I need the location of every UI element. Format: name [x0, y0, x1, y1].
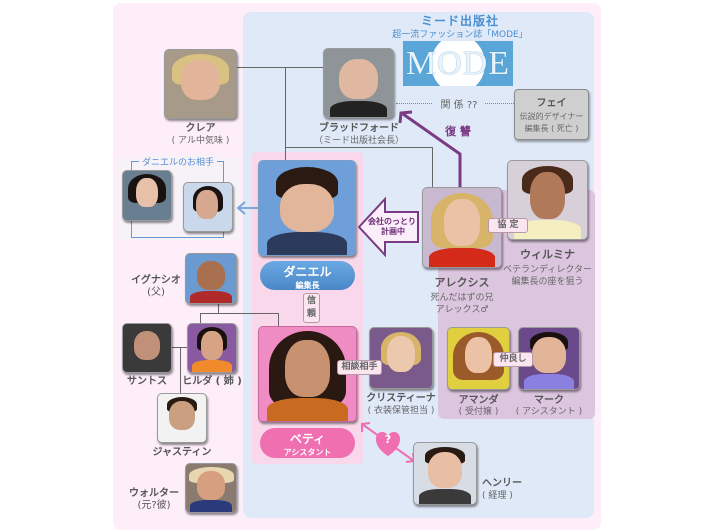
confidant-badge: 相談相手 [337, 360, 382, 375]
betty-name: ベティ [289, 432, 326, 446]
claire-bradford-line [237, 67, 323, 68]
mode-logo-text: MODE [405, 45, 511, 82]
ignacio-photo[interactable] [185, 253, 237, 304]
santos-photo[interactable] [122, 323, 172, 373]
partner-2-photo[interactable] [183, 182, 233, 232]
faye-name: フェイ [536, 98, 567, 109]
alexis-role-line1: 死んだはずの兄 [430, 293, 494, 303]
partner-arrow-icon [236, 201, 260, 215]
hilda-drop-line [200, 313, 201, 323]
partner-1-photo[interactable] [122, 170, 172, 221]
relation-unknown-label: 関 係 ?? [440, 100, 478, 111]
relation-dotted-line-left [396, 103, 432, 104]
bradford-alexis-line [285, 147, 433, 148]
takeover-label-line1: 会社のっとり [368, 217, 416, 226]
revenge-label: 復 讐 [445, 125, 471, 138]
walter-role: (元?彼) [137, 500, 171, 511]
wilhelmina-role-line1: ベテランディレクター [502, 265, 592, 275]
daniel-role: 編集長 [295, 281, 320, 290]
marc-role: ( アシスタント ) [515, 407, 583, 417]
santos-hilda-line [172, 347, 187, 348]
claire-photo[interactable] [164, 49, 237, 119]
ignacio-down-line [218, 304, 219, 313]
henry-name: ヘンリー [482, 478, 522, 489]
wilhelmina-role-line2: 編集長の座を狙う [511, 277, 584, 287]
santos-name: サントス [127, 376, 167, 387]
takeover-arrow-icon [358, 196, 419, 258]
ignacio-name: イグナシオ [131, 275, 181, 286]
relation-dotted-line-right [485, 103, 514, 104]
daniel-name: ダニエル [283, 265, 332, 279]
friends-badge: 仲良し [493, 352, 533, 367]
family-trunk-line [285, 67, 286, 160]
justin-parent-line [180, 347, 181, 393]
bradford-role: （ミード出版社会長） [313, 136, 404, 146]
mode-logo: MODE [403, 41, 513, 86]
love-question-label: ? [384, 433, 392, 446]
claire-name: クレア [185, 123, 216, 134]
daniel-label[interactable]: ダニエル 編集長 [260, 261, 355, 290]
company-title: ミード出版社 [420, 14, 499, 28]
faye-role-line2: 編集長 ( 死亡 ) [524, 124, 579, 133]
betty-label[interactable]: ベティ アシスタント [260, 428, 355, 458]
company-subtitle: 超一流ファッション誌「MODE」 [392, 30, 528, 40]
takeover-label-line2: 計画中 [381, 227, 405, 236]
bradford-name: ブラッドフォード [319, 123, 399, 134]
faye-role-line1: 伝説的デザイナー [519, 112, 584, 121]
wilhelmina-name: ウィルミナ [520, 248, 575, 261]
alexis-role-line2: アレックス♂ [435, 305, 489, 315]
partners-group-label: ダニエルのお相手 [139, 155, 217, 168]
henry-role: ( 経理 ) [482, 491, 513, 501]
alexis-drop-line [432, 147, 433, 187]
amanda-photo[interactable] [447, 327, 510, 390]
christina-photo[interactable] [369, 327, 433, 389]
christina-role: ( 衣装保管担当 ) [367, 406, 435, 416]
faye-card[interactable]: フェイ 伝説的デザイナー 編集長 ( 死亡 ) [514, 89, 589, 140]
walter-name: ウォルター [129, 488, 179, 499]
hilda-name: ヒルダ ( 姉 ) [182, 376, 242, 387]
walter-photo[interactable] [185, 463, 237, 513]
alexis-photo[interactable] [422, 187, 502, 268]
revenge-arrow-icon [398, 110, 462, 190]
agreement-badge: 協 定 [488, 218, 528, 233]
hilda-photo[interactable] [187, 323, 237, 373]
marc-name: マーク [534, 395, 564, 406]
amanda-role: ( 受付嬢 ) [458, 407, 499, 417]
justin-photo[interactable] [157, 393, 207, 443]
wilhelmina-photo[interactable] [507, 160, 588, 240]
ignacio-role: (父) [147, 287, 165, 298]
betty-drop-line [278, 313, 279, 326]
justin-name: ジャスティン [152, 447, 212, 458]
henry-photo[interactable] [413, 442, 477, 505]
claire-role: ( アル中気味 ) [171, 136, 230, 146]
christina-name: クリスティーナ [366, 393, 436, 404]
betty-role: アシスタント [283, 448, 332, 457]
bradford-photo[interactable] [323, 48, 394, 118]
alexis-name: アレクシス [434, 276, 490, 289]
amanda-name: アマンダ [458, 395, 499, 406]
daniel-photo[interactable] [258, 160, 356, 256]
trust-badge: 信 頼 [303, 293, 320, 323]
ignacio-children-line [200, 313, 278, 314]
